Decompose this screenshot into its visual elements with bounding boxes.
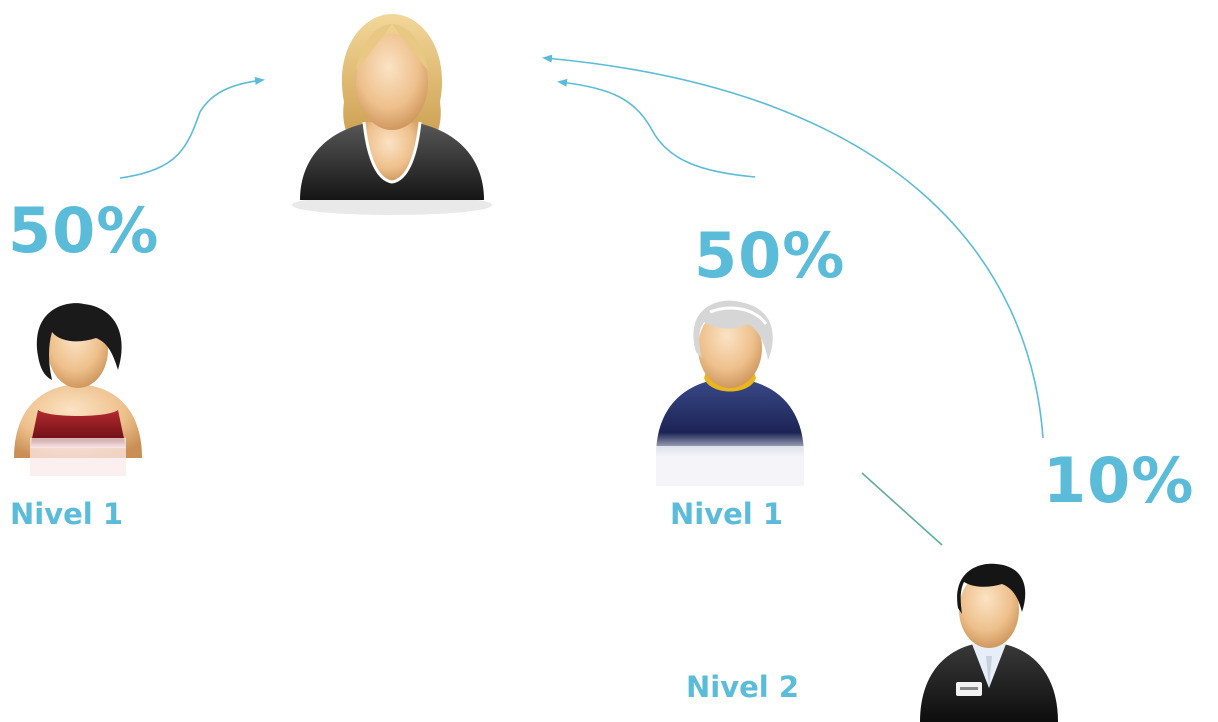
right-percentage-label: 10% <box>1043 444 1195 517</box>
left-level-label: Nivel 1 <box>10 497 123 531</box>
level2-arrow <box>542 54 1044 439</box>
center-level-label: Nivel 1 <box>670 497 783 531</box>
left-level1-arrow <box>119 76 265 179</box>
blonde-woman-avatar-icon <box>282 10 502 220</box>
businessman-avatar-icon <box>916 558 1062 722</box>
center-percentage-label: 50% <box>694 219 846 292</box>
dark-haired-woman-avatar-icon <box>8 298 148 476</box>
bottom-level-label: Nivel 2 <box>686 670 799 704</box>
level2-connector-line <box>861 472 943 546</box>
gray-haired-man-avatar-icon <box>650 296 810 486</box>
center-level1-arrow <box>557 78 756 178</box>
left-percentage-label: 50% <box>8 194 160 267</box>
